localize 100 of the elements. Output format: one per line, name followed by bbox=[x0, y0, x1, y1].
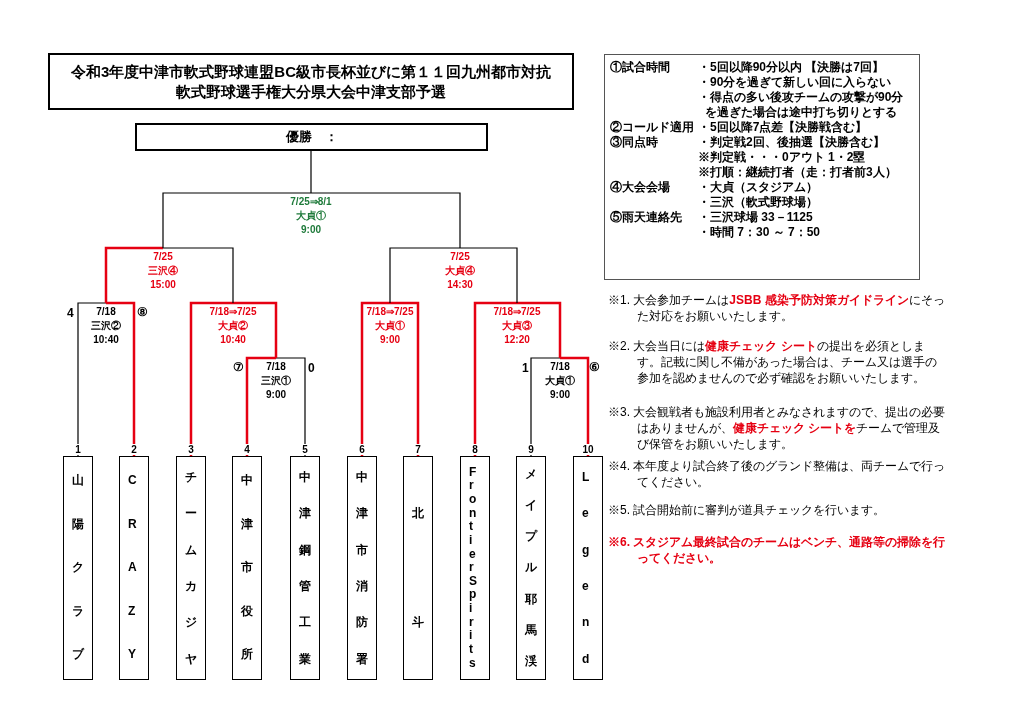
team-name: CRAZY bbox=[128, 472, 140, 664]
team-name: 山陽クラブ bbox=[72, 472, 84, 664]
team-name: チームカジヤ bbox=[185, 469, 197, 668]
team-number: 7 bbox=[414, 444, 422, 455]
match-text: 12:20 bbox=[504, 333, 530, 347]
bracket-line bbox=[517, 301, 562, 358]
match-text: 大貞① bbox=[296, 209, 326, 223]
bracket-line bbox=[104, 246, 163, 303]
match-text: 7/25⇒8/1 bbox=[290, 195, 332, 209]
match-text: 7/18⇒7/25 bbox=[493, 305, 541, 319]
match-text: 7/25 bbox=[450, 250, 470, 264]
team-number: 9 bbox=[527, 444, 535, 455]
team-number: 5 bbox=[301, 444, 309, 455]
team-number: 8 bbox=[471, 444, 479, 455]
winner-label: 優勝 ： bbox=[285, 128, 338, 147]
rules-panel bbox=[604, 54, 920, 280]
rule-text: ※判定戦・・・0アウト 1・2塁 bbox=[698, 150, 867, 165]
score-label: ⑦ bbox=[233, 359, 244, 376]
score-label: 1 bbox=[522, 360, 529, 377]
rule-text: ・得点の多い後攻チームの攻撃が90分を過ぎた場合は途中打ち切りとする bbox=[698, 90, 905, 120]
team-box bbox=[119, 456, 149, 680]
match-text: 9:00 bbox=[380, 333, 400, 347]
team-name: Legend bbox=[582, 469, 594, 668]
match-text: 7/18⇒7/25 bbox=[209, 305, 257, 319]
rule-text: ・90分を過ぎて新しい回に入らない bbox=[698, 75, 893, 90]
match-text: 大貞④ bbox=[445, 264, 475, 278]
team-name: 中津市消防署 bbox=[356, 469, 368, 668]
bracket-line bbox=[189, 301, 233, 456]
note-text: ※1. 大会参加チームはJSBB 感染予防対策ガイドラインにそった対応をお願いいたします。 bbox=[608, 292, 946, 324]
team-name: メイプル耶馬渓 bbox=[525, 466, 537, 670]
team-name: 北斗 bbox=[412, 505, 424, 631]
note-text: ※3. 大会観戦者も施設利用者とみなされますので、提出の必要はありませんが、健康チェック シートをチームで管理及び保管をお願いいたします。 bbox=[608, 404, 947, 452]
team-box bbox=[290, 456, 320, 680]
match-text: 大貞① bbox=[375, 319, 405, 333]
team-number: 3 bbox=[187, 444, 195, 455]
match-text: 14:30 bbox=[447, 278, 473, 292]
match-text: 10:40 bbox=[220, 333, 246, 347]
match-text: 大貞③ bbox=[502, 319, 532, 333]
rule-heading: ②コールド適用 bbox=[610, 120, 695, 135]
match-text: 7/18 bbox=[266, 360, 286, 374]
team-box bbox=[63, 456, 93, 680]
bracket-line bbox=[390, 301, 420, 456]
note-text: ※2. 大会当日には健康チェック シートの提出を必須とします。記載に関し不備があった場合は、チーム又は選手の参加を認めませんので必ず確認をお願いいたします。 bbox=[608, 338, 938, 386]
match-text: 大貞① bbox=[545, 374, 575, 388]
rule-text: ※打順：継続打者（走：打者前3人） bbox=[698, 165, 898, 180]
bracket-line bbox=[77, 302, 107, 457]
rule-text: ・時間 7：30 ～ 7：50 bbox=[698, 225, 822, 240]
bracket-line bbox=[106, 301, 136, 456]
bracket-line bbox=[162, 247, 234, 304]
bracket-line bbox=[310, 150, 313, 194]
bracket-line bbox=[389, 247, 461, 304]
match-text: 9:00 bbox=[301, 223, 321, 237]
team-box bbox=[232, 456, 262, 680]
rule-text: ・三沢球場 33－1125 bbox=[698, 210, 814, 225]
match-text: 三沢① bbox=[261, 374, 291, 388]
rule-text: ・5回以降7点差【決勝戦含む】 bbox=[698, 120, 869, 135]
bracket-line bbox=[162, 192, 312, 249]
bracket-line bbox=[310, 192, 461, 249]
team-number: 4 bbox=[243, 444, 251, 455]
winner-box bbox=[135, 123, 488, 151]
match-text: 9:00 bbox=[266, 388, 286, 402]
team-name: Frontier Spirits bbox=[469, 465, 481, 671]
bracket-line bbox=[233, 301, 278, 358]
bracket-line bbox=[360, 301, 390, 456]
note-text: ※6. スタジアム最終試合のチームはベンチ、通路等の掃除を行ってください。 bbox=[608, 534, 947, 566]
rule-heading: ⑤雨天連絡先 bbox=[610, 210, 683, 226]
rule-text: ・三沢（軟式野球場） bbox=[698, 195, 819, 210]
match-text: 7/18 bbox=[550, 360, 570, 374]
team-box bbox=[516, 456, 546, 680]
team-number: 10 bbox=[581, 444, 595, 455]
match-text: 三沢② bbox=[91, 319, 121, 333]
team-number: 1 bbox=[74, 444, 82, 455]
match-text: 9:00 bbox=[550, 388, 570, 402]
note-text: ※5. 試合開始前に審判が道具チェックを行います。 bbox=[608, 502, 887, 518]
team-box bbox=[573, 456, 603, 680]
match-text: 10:40 bbox=[93, 333, 119, 347]
title: 令和3年度中津市軟式野球連盟BC級市長杯並びに第１１回九州都市対抗軟式野球選手権大分県大会中津支部予選 bbox=[71, 61, 551, 102]
rule-heading: ①試合時間 bbox=[610, 60, 671, 76]
bracket-line bbox=[560, 356, 590, 456]
match-text: 7/25 bbox=[153, 250, 173, 264]
match-text: 三沢④ bbox=[148, 264, 178, 278]
match-text: 7/18 bbox=[96, 305, 116, 319]
rule-text: ・判定戦2回、後抽選【決勝含む】 bbox=[698, 135, 886, 150]
team-number: 6 bbox=[358, 444, 366, 455]
match-text: 15:00 bbox=[150, 278, 176, 292]
rule-text: ・大貞（スタジアム） bbox=[698, 180, 819, 195]
bracket-line bbox=[275, 357, 306, 457]
team-box bbox=[176, 456, 206, 680]
score-label: 4 bbox=[67, 305, 74, 322]
bracket-line bbox=[459, 247, 518, 304]
rule-text: ・5回以降90分以内 【決勝は7回】 bbox=[698, 60, 886, 75]
score-label: ⑧ bbox=[137, 304, 148, 321]
bracket-line bbox=[530, 357, 561, 457]
team-box bbox=[460, 456, 490, 680]
score-label: 0 bbox=[308, 360, 315, 377]
note-text: ※4. 本年度より試合終了後のグランド整備は、両チームで行ってください。 bbox=[608, 458, 947, 490]
team-name: 中津市役所 bbox=[241, 472, 253, 664]
bracket-line bbox=[473, 301, 517, 456]
match-text: 7/18⇒7/25 bbox=[366, 305, 414, 319]
team-name: 中津鋼管工業 bbox=[299, 469, 311, 668]
